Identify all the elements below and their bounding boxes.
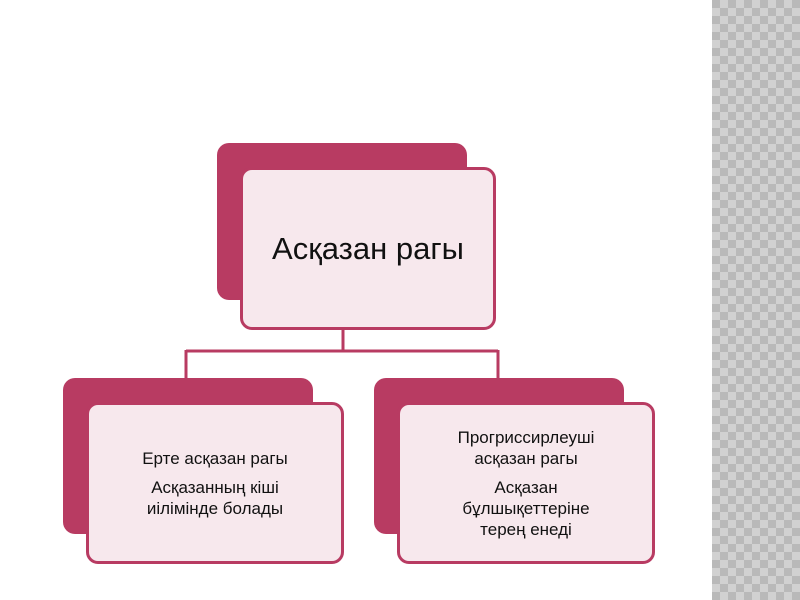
right-child-description-line: терең енеді — [480, 519, 572, 539]
decorative-side-strip — [712, 0, 800, 600]
root-node-label: Асқазан рагы — [272, 230, 464, 266]
right-child-description-line: Асқазан — [494, 477, 558, 497]
left-child-description-line: иілімінде болады — [146, 498, 284, 518]
right-child-card: Прогриссирлеуші асқазан рагы Асқазан бұл… — [397, 402, 655, 564]
right-child-description-line: бұлшықеттеріне — [462, 498, 590, 518]
left-child-description-line: Асқазанның кіші — [151, 477, 279, 497]
left-child-text: Ерте асқазан рагы Асқазанның кіші иілімі… — [142, 448, 288, 519]
right-child-title-line: асқазан рагы — [474, 448, 578, 468]
right-child-text: Прогриссирлеуші асқазан рагы Асқазан бұл… — [458, 427, 595, 540]
left-child-title: Ерте асқазан рагы — [142, 448, 288, 468]
right-child-title-line: Прогриссирлеуші — [457, 427, 595, 447]
left-child-card: Ерте асқазан рагы Асқазанның кіші иілімі… — [86, 402, 344, 564]
root-node-card: Асқазан рагы — [240, 167, 496, 330]
